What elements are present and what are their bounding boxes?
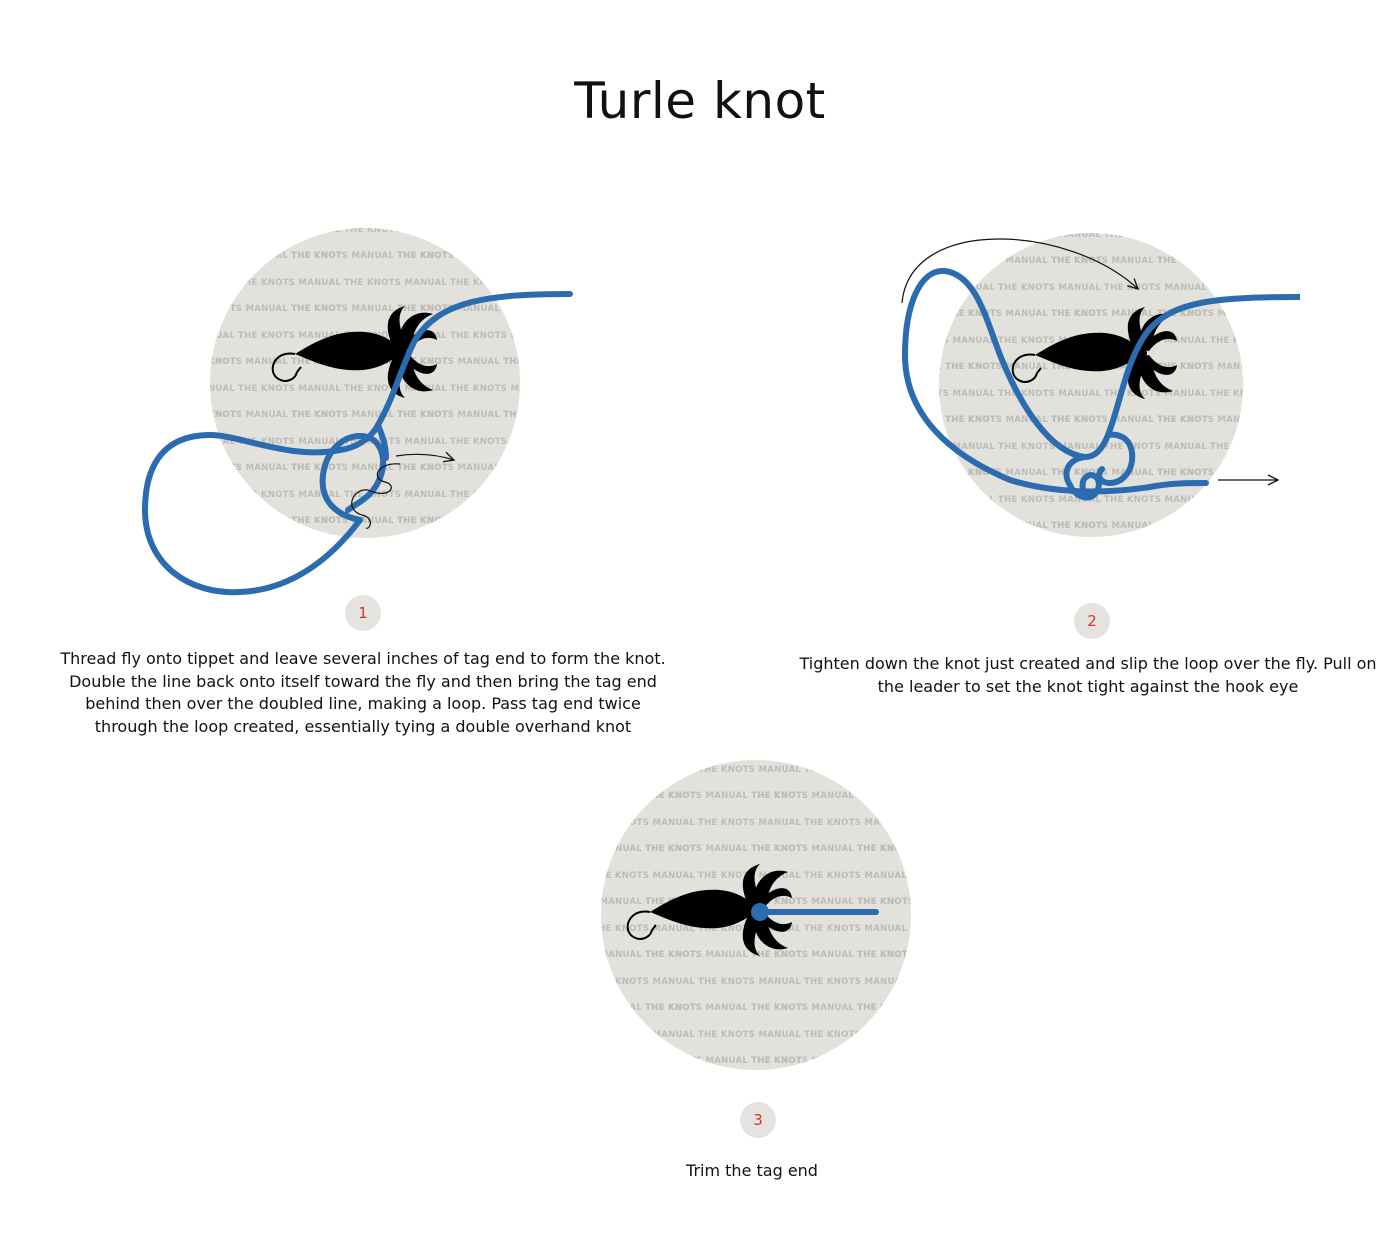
step-3-line	[751, 903, 879, 921]
step-2-caption: Tighten down the knot just created and s…	[799, 654, 1377, 696]
step-2-number-badge: 2	[1074, 603, 1110, 639]
step-3-caption: Trim the tag end	[686, 1161, 818, 1180]
step-1-number-badge: 1	[345, 595, 381, 631]
step-2-slip-arrow	[901, 238, 1138, 304]
step-1-caption: Thread fly onto tippet and leave several…	[60, 649, 666, 736]
step-1-tag-end	[351, 463, 401, 529]
step-2-illustration	[901, 233, 1300, 537]
step-1-illustration	[141, 228, 573, 596]
page-title: Turle knot	[574, 72, 826, 130]
step-1-line	[141, 291, 573, 596]
step-2-line	[901, 267, 1300, 501]
step-1-pull-arrow	[395, 454, 454, 460]
step-3-number-badge: 3	[740, 1102, 776, 1138]
step-3-illustration	[601, 760, 911, 1070]
